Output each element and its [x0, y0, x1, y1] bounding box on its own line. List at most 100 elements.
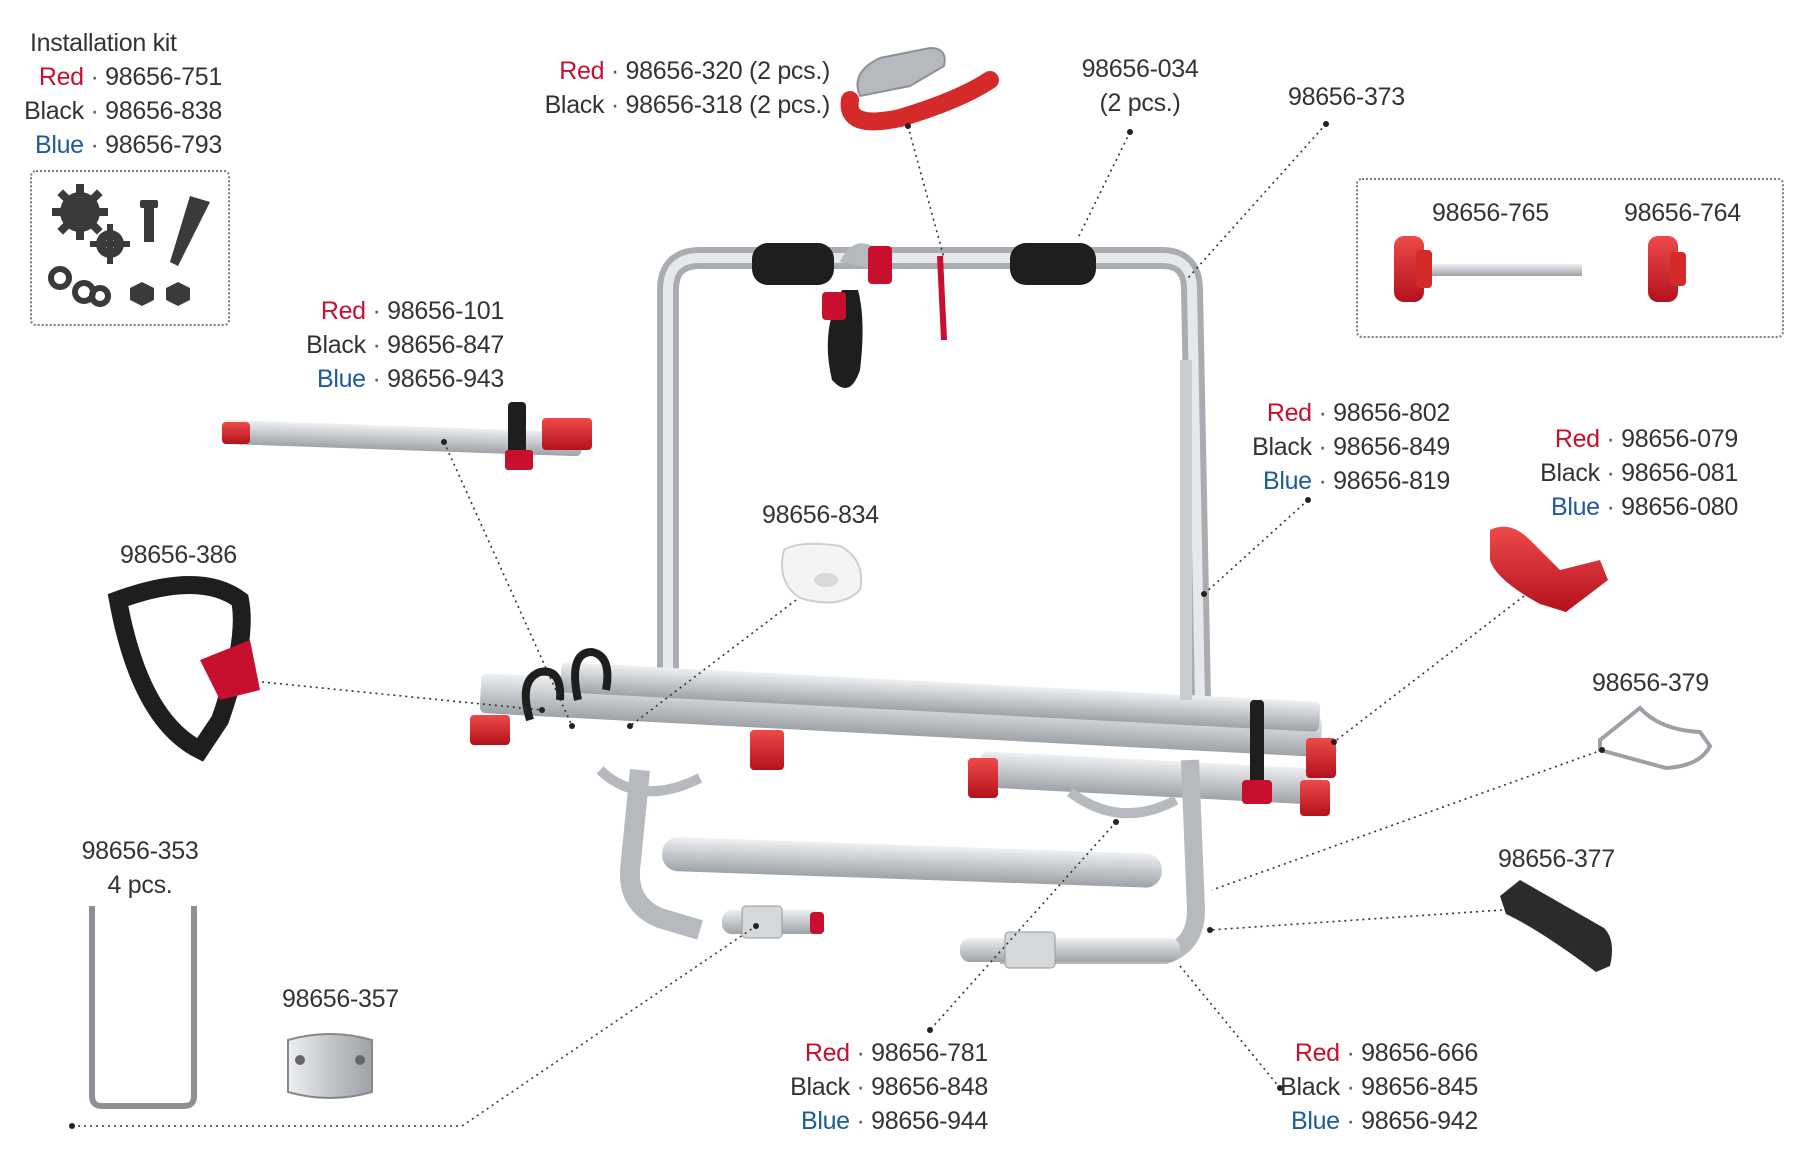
separator: ·	[1346, 1039, 1355, 1067]
gear-icon	[52, 184, 130, 264]
part-code: 98656-834	[762, 501, 879, 529]
variant-color: Blue	[800, 1107, 850, 1135]
part-code: 98656-377	[1498, 845, 1615, 873]
variant-color: Blue	[1550, 493, 1600, 521]
foam-pad-label: 98656-034 (2 pcs.)	[1060, 52, 1220, 120]
bracket-part	[1500, 880, 1612, 972]
pin-clip-label: 98656-379	[1592, 666, 1709, 700]
chain-link-icon	[48, 266, 111, 307]
rail-lower-label: Red · 98656-781 Black · 98656-848 Blue ·…	[780, 1036, 988, 1138]
variant-color: Black	[790, 1073, 850, 1101]
wheel-holder-label: 98656-834	[762, 498, 879, 532]
part-code: 98656-848	[871, 1073, 988, 1101]
knob-short-label: 98656-764	[1624, 196, 1741, 230]
part-qty: 4 pcs.	[107, 871, 173, 899]
foam-pad-left	[752, 243, 834, 285]
part-code: 98656-793	[105, 131, 222, 159]
part-code: 98656-386	[120, 541, 237, 569]
part-code: 98656-819	[1333, 467, 1450, 495]
rail-upper-part	[221, 402, 592, 470]
variant-color: Red	[1554, 425, 1600, 453]
installation-kit-label: Installation kit	[30, 26, 177, 60]
variant-color: Black	[306, 331, 366, 359]
variant-color: Blue	[316, 365, 366, 393]
end-cap-part	[1490, 526, 1608, 612]
knob-long-label: 98656-765	[1432, 196, 1549, 230]
separator: ·	[1346, 1073, 1355, 1101]
nut-icon	[130, 282, 190, 306]
bracket-label: 98656-377	[1498, 842, 1615, 876]
part-code: 98656-764	[1624, 199, 1741, 227]
part-code: 98656-081	[1621, 459, 1738, 487]
part-code: 98656-802	[1333, 399, 1450, 427]
separator: ·	[856, 1039, 865, 1067]
installation-kit-box	[30, 170, 230, 326]
variant-color: Blue	[34, 131, 84, 159]
installation-kit-variants: Red · 98656-751 Black · 98656-838 Blue ·…	[22, 60, 222, 162]
knob-kit-box	[1356, 178, 1784, 338]
part-code: 98656-080	[1621, 493, 1738, 521]
knob-short	[1648, 236, 1678, 302]
wheel-strap-label: 98656-386	[120, 538, 237, 572]
end-cap-label: Red · 98656-079 Black · 98656-081 Blue ·…	[1530, 422, 1738, 524]
leader-dots	[69, 121, 1605, 1129]
installation-kit-icons	[48, 184, 210, 307]
knob-kit-parts	[1394, 236, 1686, 302]
wheel-strap-part	[107, 576, 260, 762]
separator: ·	[90, 63, 99, 91]
part-code: 98656-379	[1592, 669, 1709, 697]
separator: ·	[1318, 433, 1327, 461]
part-code: 98656-373	[1288, 83, 1405, 111]
variant-color: Red	[804, 1039, 850, 1067]
strap-top-part	[840, 46, 999, 131]
clamp-part	[287, 1033, 373, 1099]
variant-color: Red	[559, 57, 605, 85]
separator: ·	[1318, 399, 1327, 427]
base-frame-label: Red · 98656-666 Black · 98656-845 Blue ·…	[1270, 1036, 1478, 1138]
separator: ·	[856, 1107, 865, 1135]
separator: ·	[1606, 493, 1615, 521]
variant-color: Black	[1252, 433, 1312, 461]
wheel-holder-part	[781, 542, 862, 604]
part-code: 98656-320 (2 pcs.)	[625, 57, 831, 85]
part-code: 98656-666	[1361, 1039, 1478, 1067]
installation-kit-title: Installation kit	[30, 29, 177, 57]
part-code: 98656-943	[387, 365, 504, 393]
part-code: 98656-838	[105, 97, 222, 125]
variant-color: Blue	[1290, 1107, 1340, 1135]
lower-frame	[619, 769, 703, 940]
variant-color: Black	[544, 91, 605, 119]
separator: ·	[90, 97, 99, 125]
part-code: 98656-353	[81, 837, 199, 865]
separator: ·	[1346, 1107, 1355, 1135]
separator: ·	[1606, 425, 1615, 453]
part-code: 98656-751	[105, 63, 222, 91]
pin-clip-part	[1598, 705, 1713, 771]
frame-top-bar	[657, 247, 1211, 701]
variant-color: Black	[1280, 1073, 1340, 1101]
u-bolt-part	[89, 906, 197, 1109]
frame-side-label: Red · 98656-802 Black · 98656-849 Blue ·…	[1240, 396, 1450, 498]
carrier-frame	[470, 243, 1336, 969]
part-code: 98656-318 (2 pcs.)	[625, 91, 831, 119]
variant-color: Red	[38, 63, 84, 91]
part-code: 98656-357	[282, 985, 399, 1013]
variant-color: Black	[1540, 459, 1600, 487]
variant-color: Black	[24, 97, 84, 125]
strap-top-label: Red · 98656-320 (2 pcs.) Black · 98656-3…	[520, 54, 831, 122]
part-code: 98656-944	[871, 1107, 988, 1135]
part-code: 98656-101	[387, 297, 504, 325]
leader-lines	[72, 123, 1603, 1127]
part-code: 98656-765	[1432, 199, 1549, 227]
part-code: 98656-781	[871, 1039, 988, 1067]
separator: ·	[856, 1073, 865, 1101]
variant-color: Red	[320, 297, 366, 325]
variant-color: Blue	[1262, 467, 1312, 495]
rail-back	[560, 662, 1321, 732]
separator: ·	[610, 91, 619, 119]
part-code: 98656-942	[1361, 1107, 1478, 1135]
u-bolt-label: 98656-353 4 pcs.	[60, 834, 220, 902]
variant-color: Red	[1294, 1039, 1340, 1067]
screw-icon	[140, 196, 210, 266]
